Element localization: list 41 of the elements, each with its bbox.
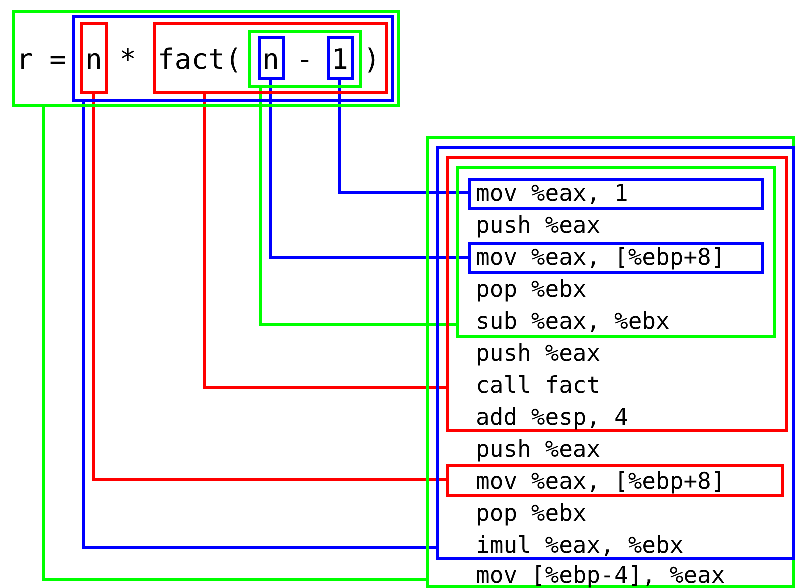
connector-line [204, 94, 446, 390]
connector-line [260, 88, 456, 326]
expression-box [258, 36, 285, 80]
code-token: 1 [332, 44, 348, 76]
assembly-instruction: mov %eax, 1 [476, 182, 628, 206]
assembly-instruction: mov %eax, [%ebp+8] [476, 246, 726, 270]
code-token: r [16, 44, 34, 76]
code-token: n [262, 44, 280, 76]
expression-box [12, 10, 400, 107]
assembly-instruction: imul %eax, %ebx [476, 534, 684, 558]
assembly-instruction: add %esp, 4 [476, 406, 628, 430]
code-token: n [86, 44, 102, 76]
instruction-box [468, 242, 764, 274]
assembly-instruction: pop %ebx [476, 278, 587, 302]
expression-box [327, 36, 354, 80]
code-token: fact( [158, 44, 242, 76]
connector-line [338, 80, 468, 194]
assembly-instruction: mov [%ebp-4], %eax [476, 564, 726, 588]
expression-box [72, 15, 394, 102]
connector-line [82, 102, 436, 550]
instruction-box [456, 166, 776, 338]
assembly-instruction: call fact [476, 374, 601, 398]
expression-box [248, 30, 362, 88]
assembly-instruction: mov %eax, [%ebp+8] [476, 470, 726, 494]
assembly-instruction: push %eax [476, 214, 601, 238]
assembly-instruction: push %eax [476, 342, 601, 366]
instruction-box [446, 464, 784, 497]
instruction-box [468, 178, 764, 210]
assembly-instruction: sub %eax, %ebx [476, 310, 670, 334]
code-token: * [120, 44, 136, 76]
connector-line [92, 94, 446, 482]
instruction-box [446, 156, 788, 432]
expression-box [153, 22, 388, 94]
code-token: - [296, 44, 314, 76]
connector-line [270, 80, 468, 260]
code-token: ) [364, 44, 380, 76]
expression-box [80, 22, 108, 94]
connector-line [42, 107, 426, 582]
assembly-instruction: pop %ebx [476, 502, 587, 526]
code-token: = [50, 44, 66, 76]
assembly-instruction: push %eax [476, 438, 601, 462]
